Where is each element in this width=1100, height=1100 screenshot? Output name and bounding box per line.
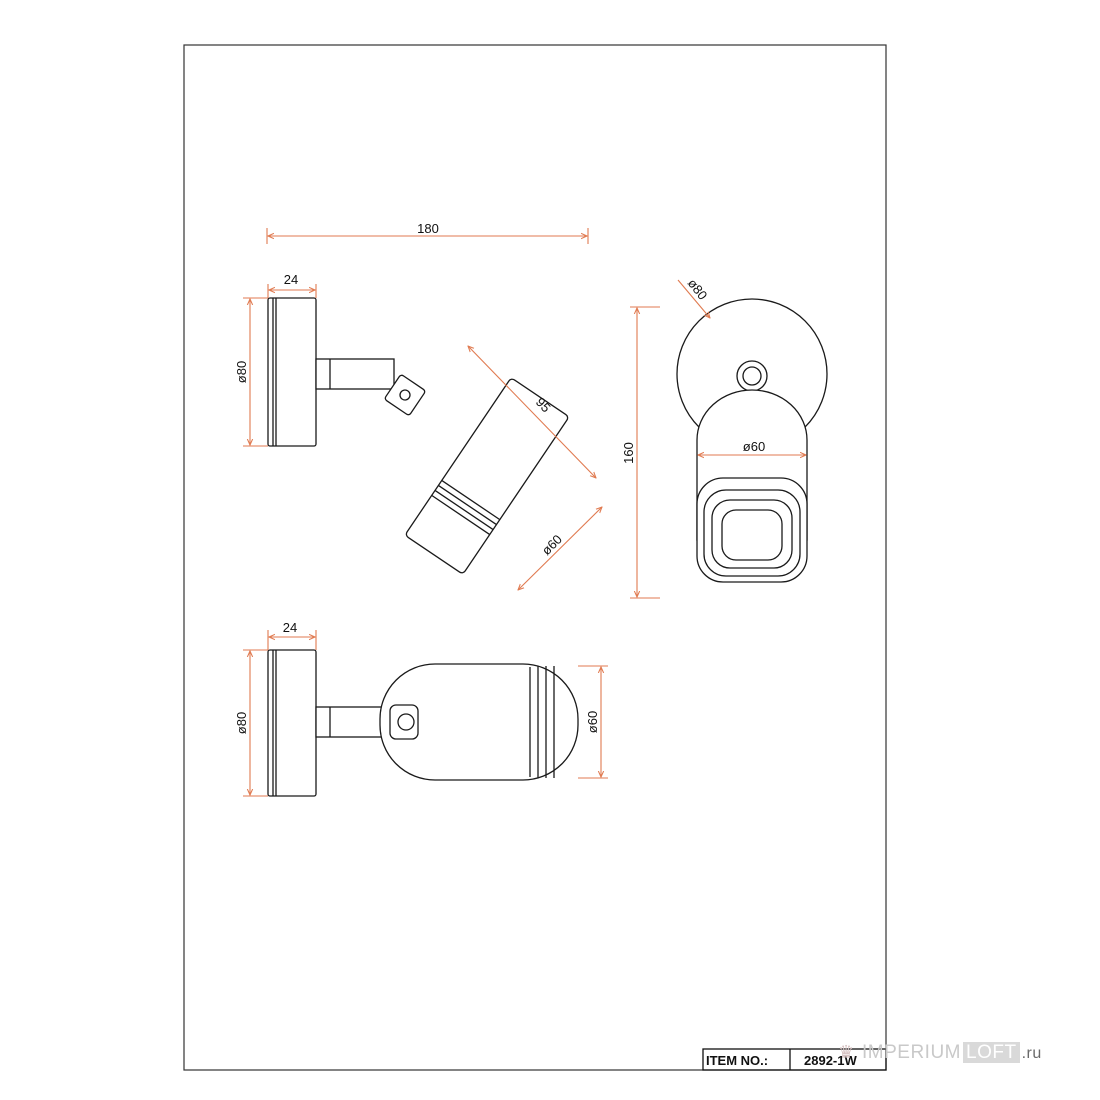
dim-height-160: 160 bbox=[621, 442, 636, 464]
side-view-dimensions bbox=[243, 228, 602, 590]
top-view bbox=[267, 649, 579, 797]
dim-top-body-dia-60: ø60 bbox=[585, 711, 600, 733]
dim-plate-dia-80: ø80 bbox=[685, 276, 711, 303]
watermark-tld: .ru bbox=[1021, 1045, 1042, 1062]
dim-top-base-depth-24: 24 bbox=[283, 620, 297, 635]
front-view bbox=[676, 298, 828, 583]
dim-base-depth-24: 24 bbox=[284, 272, 298, 287]
item-no-label: ITEM NO.: bbox=[706, 1053, 768, 1068]
dim-top-base-dia-80: ø80 bbox=[234, 712, 249, 734]
dim-base-dia-80: ø80 bbox=[234, 361, 249, 383]
watermark-loft: LOFT bbox=[963, 1042, 1020, 1063]
front-view-dimensions bbox=[630, 279, 806, 599]
item-no-value: 2892-1W bbox=[804, 1053, 857, 1068]
dim-width-180: 180 bbox=[417, 221, 439, 236]
drawing-frame bbox=[183, 44, 887, 1071]
side-view bbox=[267, 297, 569, 574]
dim-body-dia-60: ø60 bbox=[539, 532, 565, 558]
dim-front-body-dia-60: ø60 bbox=[743, 439, 765, 454]
watermark-imperium: IMPERIUM bbox=[862, 1042, 961, 1063]
top-view-dimensions bbox=[243, 630, 608, 797]
title-block bbox=[702, 1048, 887, 1071]
crown-icon: ♛ bbox=[838, 1042, 855, 1062]
